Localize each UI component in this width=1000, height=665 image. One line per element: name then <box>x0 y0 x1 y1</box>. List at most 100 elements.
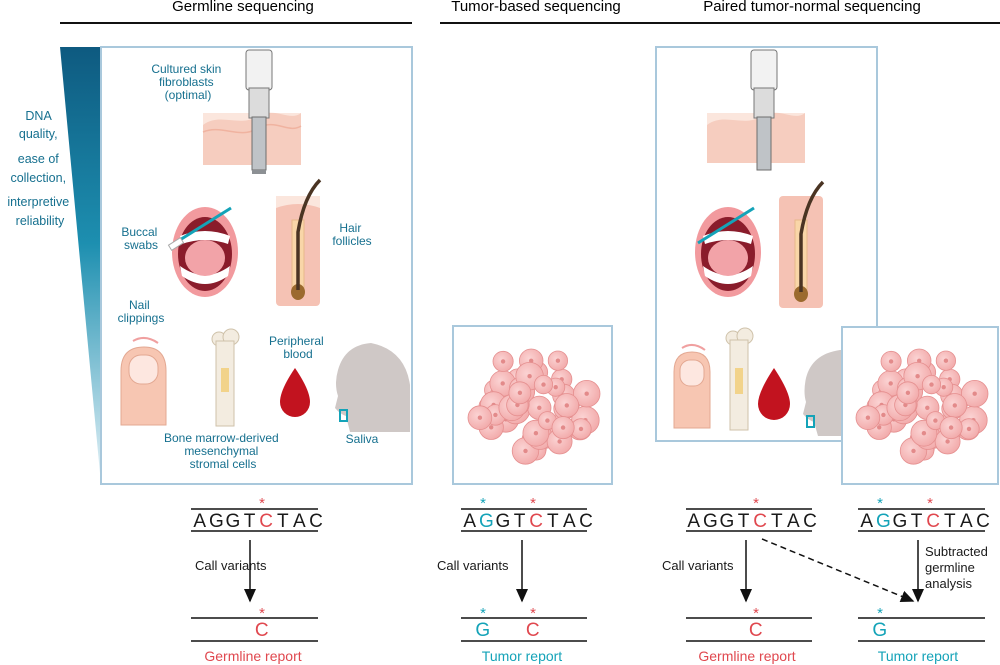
sequence-base: C <box>309 511 323 532</box>
tumor-cell-nucleus <box>941 385 946 390</box>
tumor-cell-nucleus <box>560 425 566 430</box>
tumor-cell-nucleus <box>972 391 977 396</box>
bone-illustration <box>211 328 240 427</box>
tumor-cell-nucleus <box>523 448 528 454</box>
tumor-cell-nucleus <box>517 390 523 395</box>
blood-drop-illustration <box>280 368 310 417</box>
tumor-cell-nucleus <box>564 403 569 408</box>
paired-germline-report-label: Germline report <box>698 648 795 664</box>
tumor-result-star-g: * <box>480 605 486 622</box>
sequence-base: C <box>976 511 990 532</box>
paired-tumor-seq-star-c: * <box>927 495 933 512</box>
paired-tumor-result-star: * <box>877 605 883 622</box>
sequence-base: G <box>720 511 735 532</box>
tumor-cell-nucleus <box>933 418 938 423</box>
sequence-base: T <box>547 511 559 532</box>
sequence-base: G <box>893 511 908 532</box>
tumor-cell-nucleus <box>915 374 920 379</box>
tumor-cell-nucleus <box>541 382 546 387</box>
sequence-base: G <box>226 511 241 532</box>
sequence-base: C <box>926 511 940 532</box>
paired-germline-result: * C Germline report <box>686 605 812 664</box>
paired-normal-samples-panel <box>655 46 878 442</box>
paired-tumor-result: * G Tumor report <box>858 605 985 664</box>
tumor-cell-nucleus <box>911 448 916 454</box>
tumor-cell-nucleus <box>952 403 957 408</box>
sequence-base: G <box>876 511 891 532</box>
header-tumor: Tumor-based sequencing <box>451 0 621 15</box>
tumor-cell-nucleus <box>477 415 483 420</box>
germline-report-label: Germline report <box>204 648 301 664</box>
quality-wedge-shape <box>60 47 101 484</box>
paired-blood-drop-illustration <box>758 368 790 420</box>
tumor-cell-nucleus <box>905 390 911 395</box>
tumor-cell-nucleus <box>945 439 950 444</box>
sequence-base: T <box>738 511 750 532</box>
paired-mouth-swab-illustration <box>695 206 761 297</box>
flow-arrows: Call variants Call variants Call variant… <box>195 538 988 603</box>
sequence-base: A <box>787 511 800 532</box>
tumor-cell-nucleus <box>966 426 972 432</box>
sequence-base: C <box>579 511 593 532</box>
tumor-cell-nucleus <box>557 439 562 444</box>
mouth-swab-illustration <box>167 206 238 297</box>
fibroblasts-label: Cultured skin fibroblasts (optimal) <box>151 62 224 102</box>
sequence-base: A <box>563 511 576 532</box>
tumor-report-label: Tumor report <box>482 648 563 664</box>
tumor-cell-nucleus <box>929 382 934 387</box>
tumor-sample-panel <box>452 325 613 485</box>
tumor-cell-nucleus <box>489 425 494 430</box>
paired-tumor-report-label: Tumor report <box>878 648 959 664</box>
tumor-seq-star-g: * <box>480 495 486 512</box>
skin-biopsy-illustration <box>202 49 302 174</box>
sequence-base: G <box>703 511 718 532</box>
paired-normal-seq-star: * <box>753 495 759 512</box>
tumor-cell-nucleus <box>529 358 534 363</box>
tumor-cell-nucleus <box>948 425 954 430</box>
tumor-cell-nucleus <box>925 405 930 410</box>
paired-bone-illustration <box>725 327 754 431</box>
germline-call-label: Call variants <box>195 558 267 573</box>
tumor-cell-nucleus <box>917 358 922 363</box>
tumor-cell-nucleus <box>533 431 539 436</box>
germline-result-variant: C <box>255 620 269 641</box>
saliva-figure-illustration <box>335 343 410 432</box>
tumor-result: * * G C Tumor report <box>461 605 587 664</box>
sequence-base: T <box>244 511 256 532</box>
tumor-result-variant-g: G <box>475 620 490 641</box>
tumor-cell-nucleus <box>888 381 893 386</box>
paired-germline-result-star: * <box>753 605 759 622</box>
paired-tumor-seq-star-g: * <box>877 495 883 512</box>
tumor-result-star-c: * <box>530 605 536 622</box>
tumor-cell-nucleus <box>527 374 532 379</box>
germline-samples-panel: Cultured skin fibroblasts (optimal) Bucc… <box>100 46 413 485</box>
marrow-label: Bone marrow-derived mesenchymal stromal … <box>164 431 282 471</box>
sequence-base: A <box>193 511 206 532</box>
sequence-base: A <box>687 511 700 532</box>
sequence-base: C <box>529 511 543 532</box>
sequence-base: G <box>496 511 511 532</box>
nail-label: Nail clippings <box>118 298 165 325</box>
germline-subtraction-dashed-arrow <box>761 538 915 602</box>
tumor-cells-illustration <box>467 348 601 465</box>
germline-seq-star: * <box>259 495 265 512</box>
tumor-cell-nucleus <box>553 385 558 390</box>
sequence-base: A <box>860 511 873 532</box>
buccal-label: Buccal swabs <box>121 225 160 252</box>
paired-nail-illustration <box>673 344 711 429</box>
sequence-base: T <box>277 511 289 532</box>
tumor-cell-nucleus <box>877 425 882 430</box>
quality-gradient-wedge: DNA quality, ease of collection, interpr… <box>7 47 101 484</box>
sequence-base: G <box>479 511 494 532</box>
tumor-cell-nucleus <box>578 426 584 432</box>
tumor-cell-nucleus <box>545 418 550 423</box>
sequence-base: T <box>514 511 526 532</box>
tumor-cell-nucleus <box>888 359 894 364</box>
sequence-base: A <box>960 511 973 532</box>
